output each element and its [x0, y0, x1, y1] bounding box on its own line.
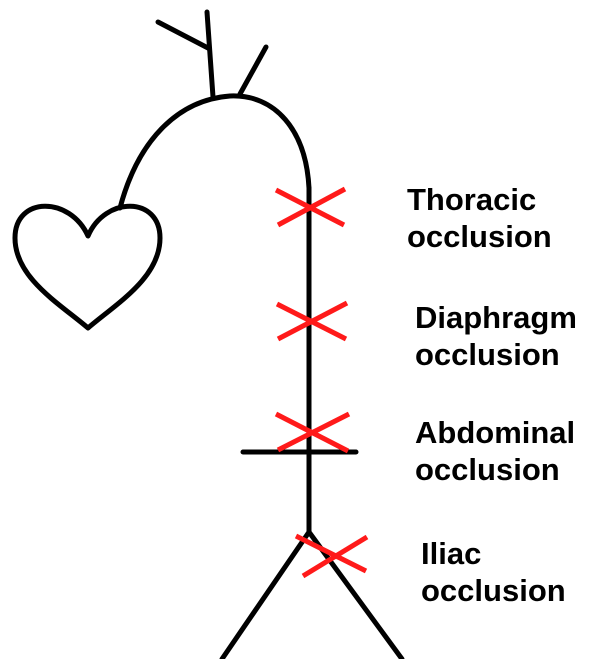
diaphragm-label-line1: Diaphragm	[415, 299, 577, 336]
abdominal-label: Abdominal occlusion	[415, 414, 575, 488]
brachiocephalic-branch	[207, 12, 213, 97]
diaphragm-label: Diaphragm occlusion	[415, 299, 577, 373]
x-mark-icon	[296, 536, 367, 576]
thoracic-label-line1: Thoracic	[407, 181, 552, 218]
diaphragm-label-line2: occlusion	[415, 336, 577, 373]
thoracic-label-line2: occlusion	[407, 218, 552, 255]
x-mark-icon	[277, 303, 347, 339]
left-iliac	[222, 532, 309, 659]
iliac-label-line2: occlusion	[421, 572, 566, 609]
abdominal-label-line2: occlusion	[415, 451, 575, 488]
abdominal-label-line1: Abdominal	[415, 414, 575, 451]
subclavian-subbranch	[158, 22, 208, 48]
left-branch	[240, 47, 266, 94]
iliac-label-line1: Iliac	[421, 535, 566, 572]
iliac-label: Iliac occlusion	[421, 535, 566, 609]
heart-icon	[15, 206, 160, 328]
thoracic-label: Thoracic occlusion	[407, 181, 552, 255]
x-mark-icon	[276, 414, 349, 451]
